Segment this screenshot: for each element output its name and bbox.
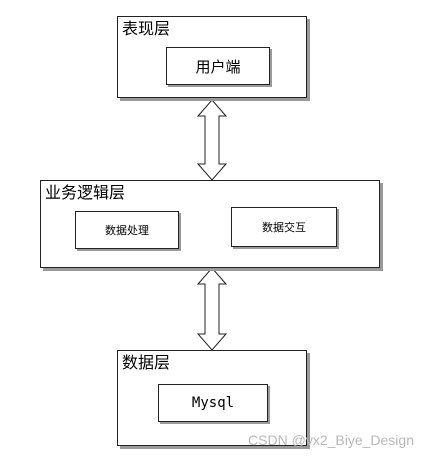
mysql-node: Mysql <box>158 384 268 422</box>
business-logic-layer-title: 业务逻辑层 <box>45 183 126 202</box>
client-node: 用户端 <box>166 47 270 85</box>
data-layer: 数据层 Mysql <box>117 350 307 446</box>
double-arrow-presentation-logic <box>196 99 228 181</box>
data-interaction-node: 数据交互 <box>231 207 337 247</box>
presentation-layer-title: 表现层 <box>122 19 171 38</box>
double-arrow-logic-data <box>196 267 228 351</box>
csdn-watermark: CSDN @vx2_Biye_Design <box>248 432 414 448</box>
presentation-layer: 表现层 用户端 <box>117 16 307 98</box>
data-processing-node: 数据处理 <box>75 211 179 249</box>
business-logic-layer: 业务逻辑层 数据处理 数据交互 <box>40 180 380 268</box>
data-layer-title: 数据层 <box>122 353 171 372</box>
